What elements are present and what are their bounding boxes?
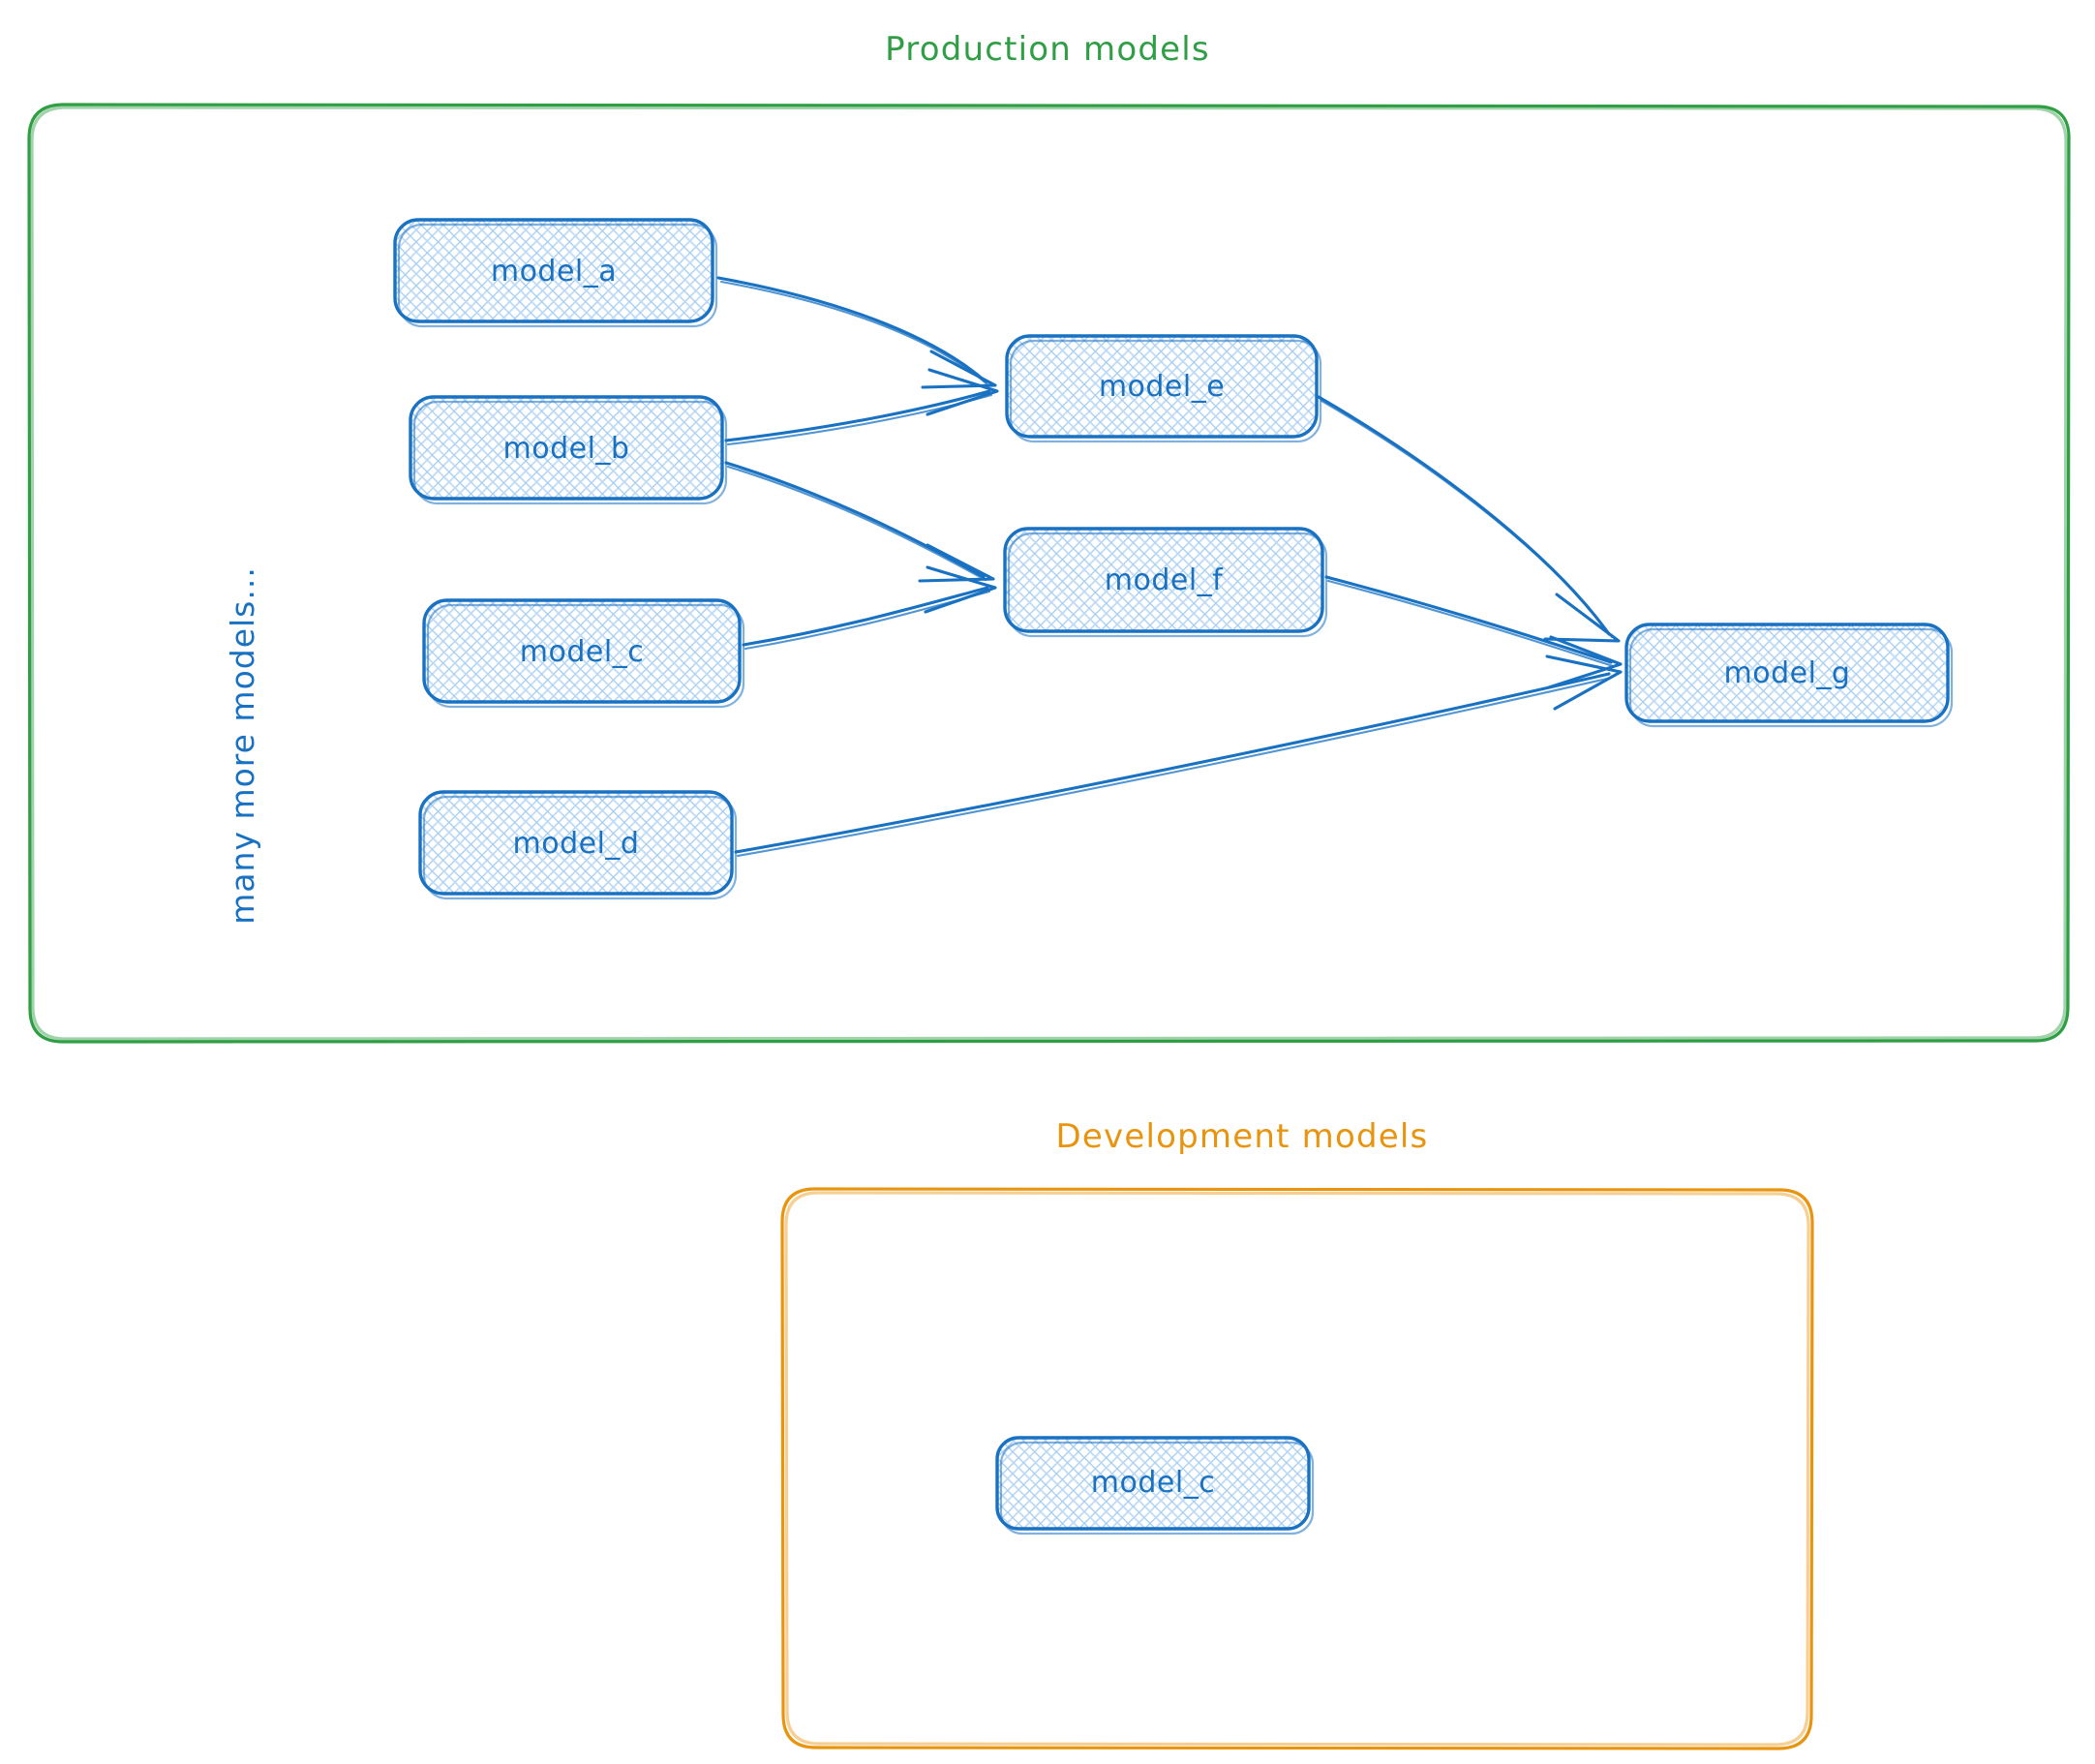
node-model-b-label: model_b [503,432,630,466]
many-more-models-label: many more models... [224,566,261,925]
frame-development-border-ghost [784,1191,1810,1747]
node-model-a-box-ghost [397,223,718,328]
edge-model-b-to-model-f[interactable] [724,461,995,583]
edge-model-a-to-model-e[interactable] [716,276,997,389]
node-model-d[interactable]: model_d [418,790,738,900]
node-model-b[interactable]: model_b [409,395,728,505]
edge-model-e-to-model-g[interactable] [1317,395,1621,643]
node-model-g-label: model_g [1724,656,1851,690]
frame-production[interactable]: Production models [27,30,2071,1044]
node-model-c-box-ghost [426,603,745,709]
node-model-c-label: model_c [520,635,644,669]
node-model-g-box[interactable] [1624,623,1950,723]
node-model-a-box[interactable] [393,218,714,323]
frame-production-border [27,103,2071,1044]
node-dev-model-c-label: model_c [1091,1466,1215,1500]
node-model-e-label: model_e [1099,370,1225,404]
node-model-d-box[interactable] [418,790,734,896]
node-model-c[interactable]: model_c [422,598,745,709]
node-model-b-box[interactable] [409,395,724,501]
node-model-g-box-ghost [1628,627,1954,728]
node-dev-model-c-box[interactable] [995,1436,1311,1531]
node-model-d-box-ghost [422,795,738,900]
node-model-a-label: model_a [491,255,617,289]
frame-production-title: Production models [885,30,1210,69]
edge-model-d-to-model-g[interactable] [734,654,1623,858]
edge-model-f-to-model-g[interactable] [1324,575,1623,689]
node-model-d-label: model_d [513,827,640,861]
frame-development-title: Development models [1056,1117,1429,1156]
node-model-f-box-ghost [1007,532,1328,638]
node-dev-model-c[interactable]: model_c [995,1436,1315,1536]
frame-development[interactable]: Development models [780,1117,1814,1750]
frame-production-border-ghost [30,106,2068,1041]
node-model-f-label: model_f [1105,563,1224,597]
node-model-c-box[interactable] [422,598,742,704]
node-model-e-box[interactable] [1005,334,1319,439]
edge-model-c-to-model-f[interactable] [742,565,997,651]
edge-model-b-to-model-e[interactable] [724,368,999,446]
annotation-many-more-models: many more models... [224,566,261,925]
frame-development-border [780,1187,1814,1750]
node-model-f-box[interactable] [1003,527,1324,633]
node-dev-model-c-box-ghost [999,1441,1315,1536]
node-model-b-box-ghost [412,400,728,505]
node-model-a[interactable]: model_a [393,218,718,328]
node-model-f[interactable]: model_f [1003,527,1328,638]
node-model-e[interactable]: model_e [1005,334,1322,443]
edges-layer [716,276,1623,858]
node-model-e-box-ghost [1009,339,1322,443]
node-model-g[interactable]: model_g [1624,623,1954,728]
